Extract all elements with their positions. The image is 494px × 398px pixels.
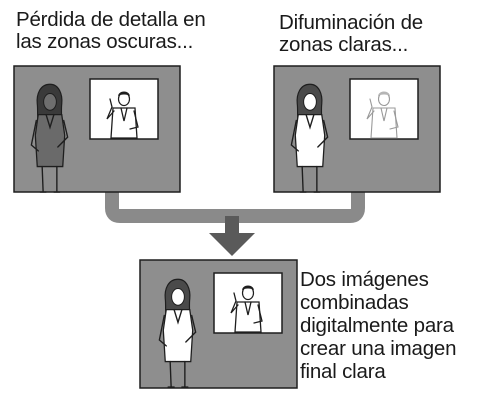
man-figure bbox=[106, 91, 139, 139]
man-figure-faded bbox=[366, 91, 399, 139]
caption-line: digitalmente para bbox=[300, 314, 454, 337]
bright-panel-caption: Difuminación de zonas claras... bbox=[279, 12, 423, 56]
caption-line: zonas claras... bbox=[279, 33, 409, 56]
caption-line: las zonas oscuras... bbox=[16, 30, 194, 53]
down-arrow-icon bbox=[209, 233, 255, 256]
woman-figure bbox=[290, 83, 329, 193]
caption-line: combinadas bbox=[300, 291, 409, 314]
bright-panel bbox=[273, 65, 441, 193]
woman-figure bbox=[30, 83, 69, 193]
arrow-shaft bbox=[225, 216, 239, 235]
merge-connector bbox=[105, 192, 365, 256]
caption-line: crear una imagen bbox=[300, 337, 457, 360]
caption-line: Difuminación de bbox=[279, 11, 423, 34]
dark-panel-caption: Pérdida de detalla en las zonas oscuras.… bbox=[16, 9, 206, 53]
combined-panel bbox=[139, 259, 298, 389]
combined-panel-caption: Dos imágenes combinadas digitalmente par… bbox=[300, 268, 457, 383]
caption-line: final clara bbox=[300, 360, 386, 383]
caption-line: Pérdida de detalla en bbox=[16, 8, 206, 31]
dark-panel bbox=[13, 65, 181, 193]
woman-figure bbox=[158, 278, 197, 388]
man-figure bbox=[230, 285, 263, 333]
caption-line: Dos imágenes bbox=[300, 268, 429, 291]
